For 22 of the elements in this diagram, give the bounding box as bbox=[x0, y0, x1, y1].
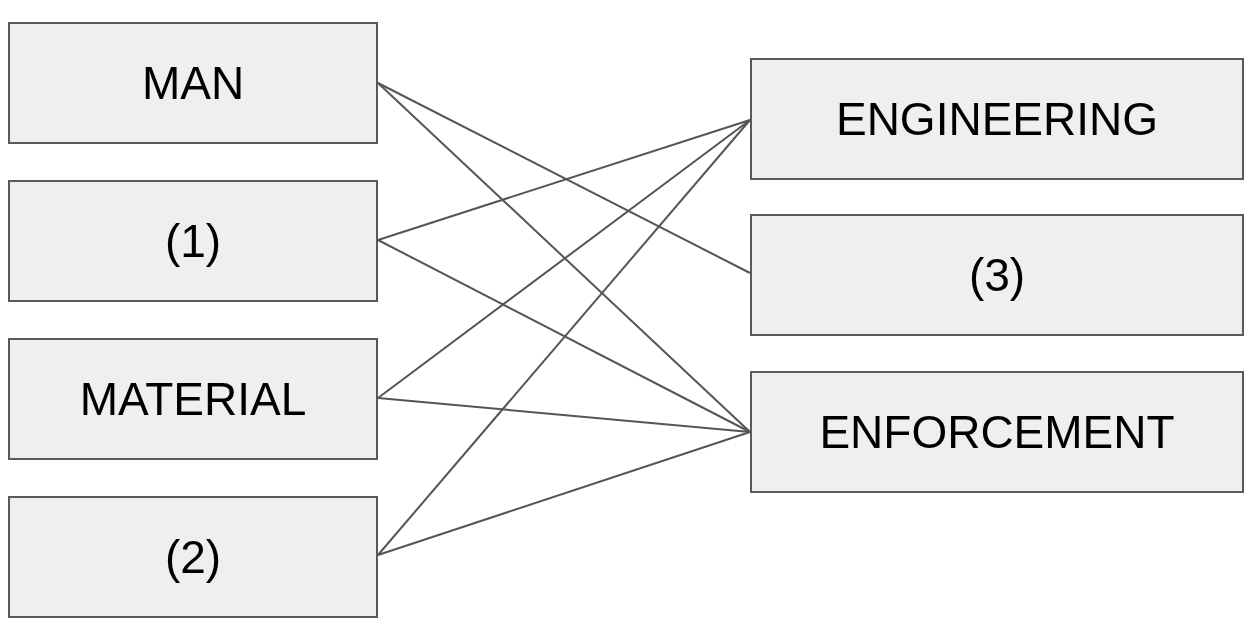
connector-line bbox=[377, 397, 751, 433]
process-box bbox=[8, 22, 378, 144]
process-box bbox=[750, 371, 1244, 493]
connector-line bbox=[377, 119, 751, 241]
process-box bbox=[750, 214, 1244, 336]
box-label: ENFORCEMENT bbox=[819, 405, 1175, 459]
box-label: MAN bbox=[141, 56, 245, 110]
box-label: ENGINEERING bbox=[835, 92, 1158, 146]
connector-line bbox=[377, 82, 751, 274]
box-label: MATERIAL bbox=[79, 372, 307, 426]
process-box bbox=[750, 58, 1244, 180]
connector-line bbox=[377, 119, 751, 556]
process-box bbox=[8, 338, 378, 460]
process-box bbox=[8, 180, 378, 302]
connector-line bbox=[377, 239, 751, 433]
box-label: (3) bbox=[968, 248, 1026, 302]
box-label: (1) bbox=[164, 214, 222, 268]
process-box bbox=[8, 496, 378, 618]
connector-line bbox=[377, 82, 751, 433]
connector-line bbox=[377, 119, 751, 399]
connector-line bbox=[377, 431, 751, 556]
box-label: (2) bbox=[164, 530, 222, 584]
